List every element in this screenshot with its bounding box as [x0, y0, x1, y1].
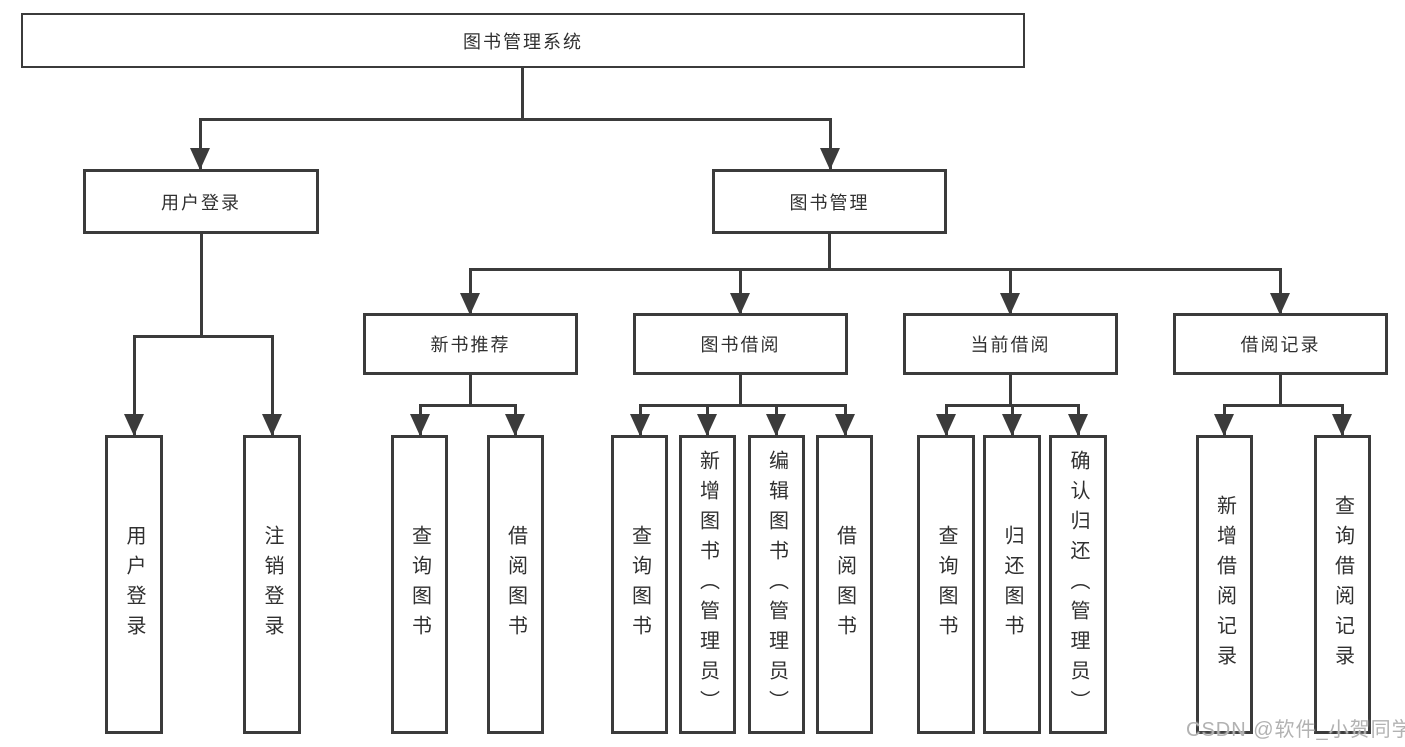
arrow-down-icon: [505, 414, 525, 436]
leaf-add-borrow-record: 新增借阅记录: [1196, 435, 1253, 734]
connector-line: [133, 335, 136, 435]
connector-split: [469, 268, 1282, 271]
leaf-edit-book-admin: 编辑图书（管理员）: [748, 435, 805, 734]
leaf-query-books: 查询图书: [611, 435, 668, 734]
arrow-down-icon: [1270, 293, 1290, 315]
leaf-label: 借阅图书: [504, 524, 527, 645]
connector-split: [133, 335, 274, 338]
leaf-label: 新增图书（管理员）: [696, 449, 719, 720]
node-new-book-recommend: 新书推荐: [363, 313, 578, 375]
connector-split: [1223, 404, 1344, 407]
arrow-down-icon: [697, 414, 717, 436]
arrow-down-icon: [820, 148, 840, 170]
arrow-down-icon: [190, 148, 210, 170]
leaf-add-book-admin: 新增图书（管理员）: [679, 435, 736, 734]
arrow-down-icon: [1332, 414, 1352, 436]
csdn-watermark: CSDN @软件_小贺同学: [1186, 719, 1405, 741]
leaf-label: 归还图书: [1001, 524, 1023, 645]
arrow-down-icon: [1068, 414, 1088, 436]
connector-line: [1009, 268, 1012, 315]
connector-line: [469, 375, 472, 407]
leaf-borrow-books: 借阅图书: [816, 435, 873, 734]
leaf-query-borrow-record: 查询借阅记录: [1314, 435, 1371, 734]
leaf-confirm-return-admin: 确认归还（管理员）: [1049, 435, 1107, 734]
leaf-query-books: 查询图书: [391, 435, 448, 734]
leaf-label: 查询图书: [935, 524, 957, 645]
leaf-label: 查询图书: [408, 524, 431, 645]
connector-line: [739, 375, 742, 407]
connector-line: [828, 233, 831, 271]
arrow-down-icon: [262, 414, 282, 436]
leaf-label: 借阅图书: [833, 524, 856, 645]
leaf-query-books: 查询图书: [917, 435, 975, 734]
connector-line: [271, 335, 274, 435]
connector-line: [199, 118, 202, 170]
connector-line: [1279, 268, 1282, 315]
leaf-label: 编辑图书（管理员）: [765, 449, 788, 720]
arrow-down-icon: [730, 293, 750, 315]
connector-root-split: [199, 118, 832, 121]
leaf-label: 查询图书: [628, 524, 651, 645]
arrow-down-icon: [630, 414, 650, 436]
arrow-down-icon: [766, 414, 786, 436]
connector-root-stub: [521, 68, 524, 120]
leaf-label: 用户登录: [123, 524, 145, 645]
leaf-label: 查询借阅记录: [1331, 494, 1354, 675]
arrow-down-icon: [410, 414, 430, 436]
node-library-management-system: 图书管理系统: [21, 13, 1025, 68]
leaf-label: 注销登录: [261, 524, 283, 645]
leaf-label: 确认归还（管理员）: [1067, 449, 1089, 720]
node-book-borrowing: 图书借阅: [633, 313, 848, 375]
connector-line: [739, 268, 742, 315]
leaf-borrow-books: 借阅图书: [487, 435, 544, 734]
connector-line: [1279, 375, 1282, 407]
connector-line: [469, 268, 472, 315]
connector-split: [419, 404, 517, 407]
node-book-management: 图书管理: [712, 169, 947, 234]
leaf-label: 新增借阅记录: [1213, 494, 1236, 675]
connector-split: [639, 404, 847, 407]
leaf-return-books: 归还图书: [983, 435, 1041, 734]
connector-line: [1009, 375, 1012, 407]
arrow-down-icon: [1002, 414, 1022, 436]
leaf-user-login: 用户登录: [105, 435, 163, 734]
arrow-down-icon: [835, 414, 855, 436]
leaf-logout: 注销登录: [243, 435, 301, 734]
node-user-login: 用户登录: [83, 169, 319, 234]
arrow-down-icon: [460, 293, 480, 315]
node-current-borrowing: 当前借阅: [903, 313, 1118, 375]
arrow-down-icon: [1214, 414, 1234, 436]
arrow-down-icon: [936, 414, 956, 436]
arrow-down-icon: [124, 414, 144, 436]
connector-line: [200, 233, 203, 337]
node-borrowing-records: 借阅记录: [1173, 313, 1388, 375]
connector-line: [829, 118, 832, 170]
arrow-down-icon: [1000, 293, 1020, 315]
